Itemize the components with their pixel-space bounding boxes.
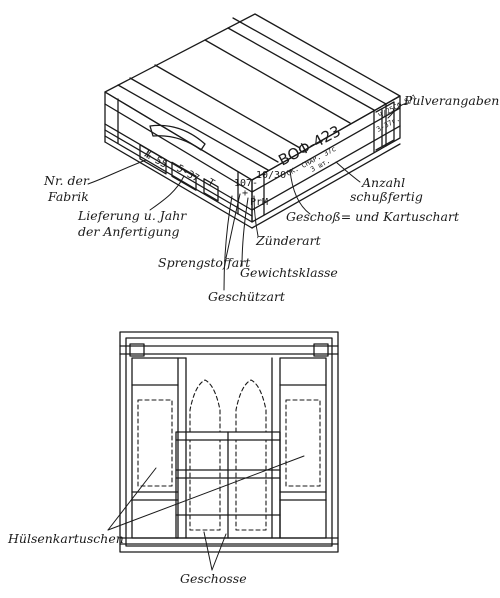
- leader-anzahl: [336, 162, 360, 182]
- crate-isometric: [105, 14, 400, 228]
- leader-huelsen-2: [108, 456, 304, 530]
- label-nr-der: Nr. der: [44, 173, 89, 188]
- label-zuenderart: Zünderart: [256, 233, 321, 248]
- leader-pulver: [388, 103, 410, 118]
- label-geschosse: Geschosse: [180, 571, 247, 586]
- leader-gewicht: [242, 198, 248, 266]
- label-geschoss-kartuschart: Geschoß= und Kartuschart: [286, 209, 460, 224]
- label-fabrik: Fabrik: [48, 189, 89, 204]
- section-outer-frame: [120, 332, 338, 552]
- label-huelsenkartuschen: Hülsenkartuschen: [8, 531, 124, 546]
- projectile-left: [190, 380, 220, 432]
- marking-plus: +: [242, 188, 248, 199]
- leader-lines-top: [88, 103, 410, 290]
- crate-side-face: [252, 96, 400, 222]
- label-anfertigung: der Anfertigung: [78, 224, 180, 239]
- cartridge-left: [132, 358, 178, 538]
- label-geschuetzart: Geschützart: [208, 289, 285, 304]
- leader-geschuetz: [224, 196, 232, 290]
- leader-geschoss: [290, 170, 310, 214]
- projectiles: [138, 380, 320, 530]
- marking-letter: T: [206, 177, 217, 190]
- leader-geschosse-1: [204, 532, 212, 570]
- marking-lot: 5-37: [175, 163, 201, 185]
- leader-spreng: [226, 194, 240, 258]
- leader-lines-bottom: [108, 456, 304, 570]
- leader-nr: [88, 160, 146, 184]
- leader-huelsen-1: [108, 468, 156, 530]
- label-gewichtsklasse: Gewichtsklasse: [240, 265, 338, 280]
- label-sprengstoffart: Sprengstoffart: [158, 255, 251, 270]
- marking-107: 107-: [234, 178, 258, 189]
- marking-fraction: 10/30: [256, 170, 286, 181]
- leader-zuender: [254, 196, 258, 236]
- label-anzahl: Anzahl: [362, 175, 406, 190]
- label-pulverangaben: Pulverangaben: [404, 93, 500, 108]
- leader-lieferung: [150, 176, 184, 210]
- label-lieferung: Lieferung u. Jahr: [78, 208, 187, 223]
- crate-cross-section: [120, 332, 338, 552]
- projectile-right: [236, 380, 266, 432]
- marking-prm: PrM: [250, 197, 268, 208]
- label-schussfertig: schußfertig: [350, 189, 423, 204]
- leader-geschosse-2: [212, 534, 226, 570]
